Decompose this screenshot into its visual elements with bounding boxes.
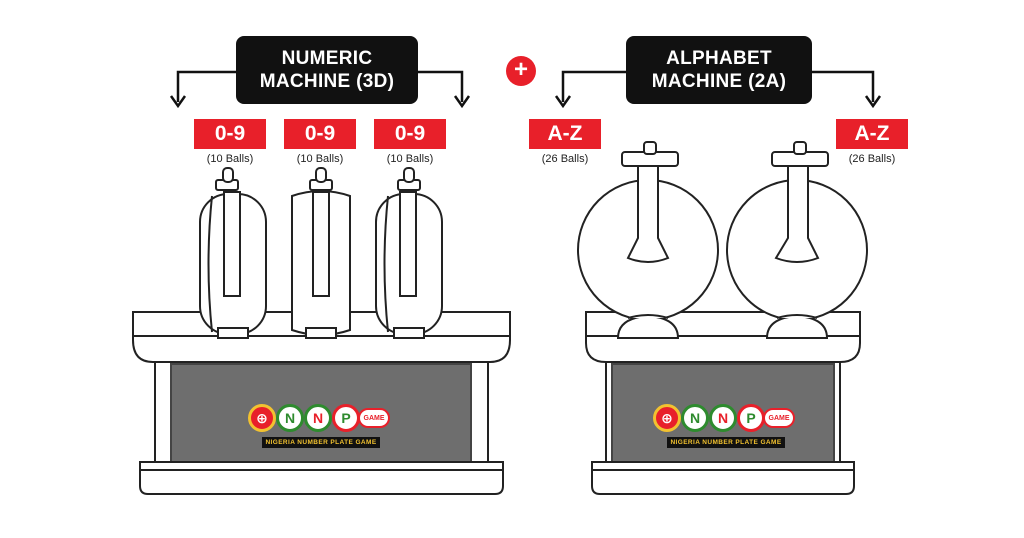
logo-letter-2: N xyxy=(304,404,332,432)
numeric-drum-3-tag: 0-9 xyxy=(374,119,446,149)
logo-game-badge: GAME xyxy=(358,408,390,428)
logo-letter-2: N xyxy=(709,404,737,432)
numeric-drum-1 xyxy=(199,167,267,339)
alphabet-globe-1 xyxy=(577,141,719,339)
numeric-drum-1-tag: 0-9 xyxy=(194,119,266,149)
numeric-bracket-arrows xyxy=(169,70,471,109)
alphabet-globe-2-tag: A-Z xyxy=(836,119,908,149)
logo-game-badge: GAME xyxy=(763,408,795,428)
alphabet-globe-1-tag: A-Z xyxy=(529,119,601,149)
alphabet-machine-title: ALPHABET MACHINE (2A) xyxy=(626,36,812,104)
alphabet-globe-2-count: (26 Balls) xyxy=(848,153,896,165)
logo-strip: NIGERIA NUMBER PLATE GAME xyxy=(667,437,785,448)
nnp-emblem-icon: ⊕ xyxy=(248,404,276,432)
numeric-machine-title-line1: NUMERIC xyxy=(281,48,373,69)
alphabet-machine-title-line1: ALPHABET xyxy=(666,48,772,69)
alphabet-machine-base xyxy=(585,311,861,495)
logo-letter-3: P xyxy=(332,404,360,432)
numeric-machine-title: NUMERIC MACHINE (3D) xyxy=(236,36,418,104)
numeric-drum-2-count: (10 Balls) xyxy=(296,153,344,165)
alphabet-bracket-arrows xyxy=(554,70,882,109)
logo-letter-3: P xyxy=(737,404,765,432)
numeric-drum-3 xyxy=(375,167,443,339)
alphabet-globe-1-count: (26 Balls) xyxy=(541,153,589,165)
logo-strip: NIGERIA NUMBER PLATE GAME xyxy=(262,437,380,448)
numeric-drum-3-count: (10 Balls) xyxy=(386,153,434,165)
nnp-logo-numeric: ⊕ N N P GAME NIGERIA NUMBER PLATE GAME xyxy=(248,404,398,464)
alphabet-machine-title-line2: MACHINE (2A) xyxy=(651,71,787,92)
numeric-drum-2-tag: 0-9 xyxy=(284,119,356,149)
alphabet-globe-2 xyxy=(726,141,868,339)
logo-letter-1: N xyxy=(681,404,709,432)
logo-letter-1: N xyxy=(276,404,304,432)
numeric-machine-title-line2: MACHINE (3D) xyxy=(259,71,395,92)
plus-icon: + xyxy=(506,56,536,86)
nnp-logo-alphabet: ⊕ N N P GAME NIGERIA NUMBER PLATE GAME xyxy=(653,404,803,464)
numeric-drum-1-count: (10 Balls) xyxy=(206,153,254,165)
numeric-drum-2 xyxy=(291,167,351,339)
numeric-machine-base xyxy=(132,311,511,495)
nnp-emblem-icon: ⊕ xyxy=(653,404,681,432)
